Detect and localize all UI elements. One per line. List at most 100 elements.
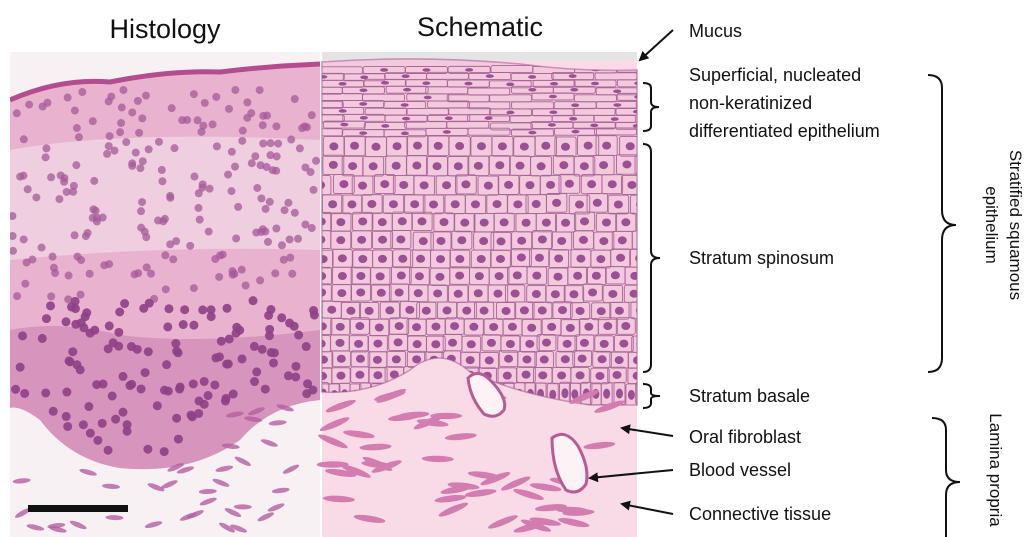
cell-nucleus xyxy=(548,123,556,127)
cell-nucleus xyxy=(319,75,327,79)
histology-nucleus xyxy=(155,138,163,146)
cell-nucleus xyxy=(328,200,337,208)
histology-nucleus xyxy=(72,161,80,169)
cell-nucleus xyxy=(477,255,486,263)
mucus-label: Mucus xyxy=(689,21,742,41)
cell-nucleus xyxy=(440,218,449,226)
histology-nucleus xyxy=(158,166,166,174)
cell-nucleus xyxy=(576,371,585,379)
cell-nucleus xyxy=(415,272,424,280)
cell-nucleus xyxy=(460,219,469,227)
histology-nucleus xyxy=(207,312,216,321)
cell-nucleus xyxy=(413,142,422,150)
histology-nucleus xyxy=(201,99,209,107)
histology-nucleus xyxy=(93,436,102,445)
cell-nucleus xyxy=(412,355,421,363)
histology-nucleus xyxy=(49,253,57,261)
histology-nucleus xyxy=(111,415,120,424)
cell-nucleus xyxy=(558,306,567,314)
cell-nucleus xyxy=(412,162,421,170)
histology-nucleus xyxy=(78,88,86,96)
spinosum-bracket xyxy=(643,144,660,372)
histology-nucleus xyxy=(98,419,107,428)
histology-nucleus xyxy=(8,212,16,220)
cell-nucleus xyxy=(642,322,651,330)
histology-nucleus xyxy=(287,136,295,144)
cell-nucleus xyxy=(547,323,556,331)
cell-nucleus xyxy=(350,142,359,150)
histology-nucleus xyxy=(117,119,125,127)
histology-nucleus xyxy=(104,344,113,353)
histology-nucleus xyxy=(16,363,25,372)
cell-nucleus xyxy=(347,200,356,208)
histology-nucleus xyxy=(42,153,50,161)
superficial-bracket xyxy=(643,83,659,131)
cell-nucleus xyxy=(485,356,494,364)
cell-nucleus xyxy=(369,162,378,170)
histology-nucleus xyxy=(108,392,117,401)
cell-nucleus xyxy=(520,306,529,314)
histology-nucleus xyxy=(288,270,296,278)
cell-nucleus xyxy=(378,218,387,226)
cell-nucleus xyxy=(641,218,650,226)
histology-nucleus xyxy=(188,412,197,421)
cell-nucleus xyxy=(327,306,336,314)
cell-nucleus xyxy=(615,356,624,364)
histology-nucleus xyxy=(232,323,241,332)
fibroblast xyxy=(430,413,462,419)
histology-nucleus xyxy=(81,312,90,321)
histology-nucleus xyxy=(41,388,50,397)
histology-nucleus xyxy=(20,235,28,243)
cell-nucleus xyxy=(616,388,623,398)
cell-nucleus xyxy=(359,131,367,135)
histology-nucleus xyxy=(227,187,235,195)
cell-nucleus xyxy=(410,200,419,208)
cell-nucleus xyxy=(398,217,407,225)
histology-nucleus xyxy=(291,362,300,371)
cell-nucleus xyxy=(502,307,511,315)
cell-nucleus xyxy=(477,142,486,150)
cell-nucleus xyxy=(570,88,578,92)
cell-nucleus xyxy=(405,306,414,314)
cell-nucleus xyxy=(336,218,345,226)
cell-nucleus xyxy=(434,142,443,150)
cell-nucleus xyxy=(517,237,526,245)
cell-nucleus xyxy=(511,290,520,298)
histology-nucleus xyxy=(294,235,302,243)
histology-nucleus xyxy=(175,385,184,394)
epithelial-cell xyxy=(635,156,656,175)
histology-nucleus xyxy=(259,112,267,120)
cell-nucleus xyxy=(517,253,526,261)
cell-nucleus xyxy=(356,272,365,280)
histology-nucleus xyxy=(142,92,150,100)
cell-nucleus xyxy=(590,124,598,128)
histology-nucleus xyxy=(104,446,113,455)
cell-nucleus xyxy=(401,103,409,107)
cell-nucleus xyxy=(436,237,445,245)
histology-nucleus xyxy=(138,114,146,122)
histology-nucleus xyxy=(263,163,271,171)
cell-nucleus xyxy=(559,161,568,169)
histology-nucleus xyxy=(55,195,63,203)
histology-nucleus xyxy=(84,402,93,411)
histology-nucleus xyxy=(291,209,299,217)
histology-nucleus xyxy=(267,348,276,357)
histology-nucleus xyxy=(172,237,180,245)
stratum-spinosum-label: Stratum spinosum xyxy=(689,248,834,268)
cell-nucleus xyxy=(471,200,480,208)
cell-nucleus xyxy=(356,288,365,296)
histology-nucleus xyxy=(60,178,68,186)
cell-nucleus xyxy=(336,236,345,244)
histology-nucleus xyxy=(103,150,111,158)
scale-bar xyxy=(28,505,128,512)
epithelial-cell xyxy=(638,116,680,123)
histology-nucleus xyxy=(99,214,107,222)
histology-nucleus xyxy=(24,185,32,193)
cell-nucleus xyxy=(615,307,624,315)
cell-nucleus xyxy=(588,288,597,296)
histology-nucleus xyxy=(47,292,55,300)
histology-nucleus xyxy=(239,127,247,135)
histology-nucleus xyxy=(210,380,219,389)
histology-nucleus xyxy=(259,139,267,147)
histology-nucleus xyxy=(135,129,143,137)
